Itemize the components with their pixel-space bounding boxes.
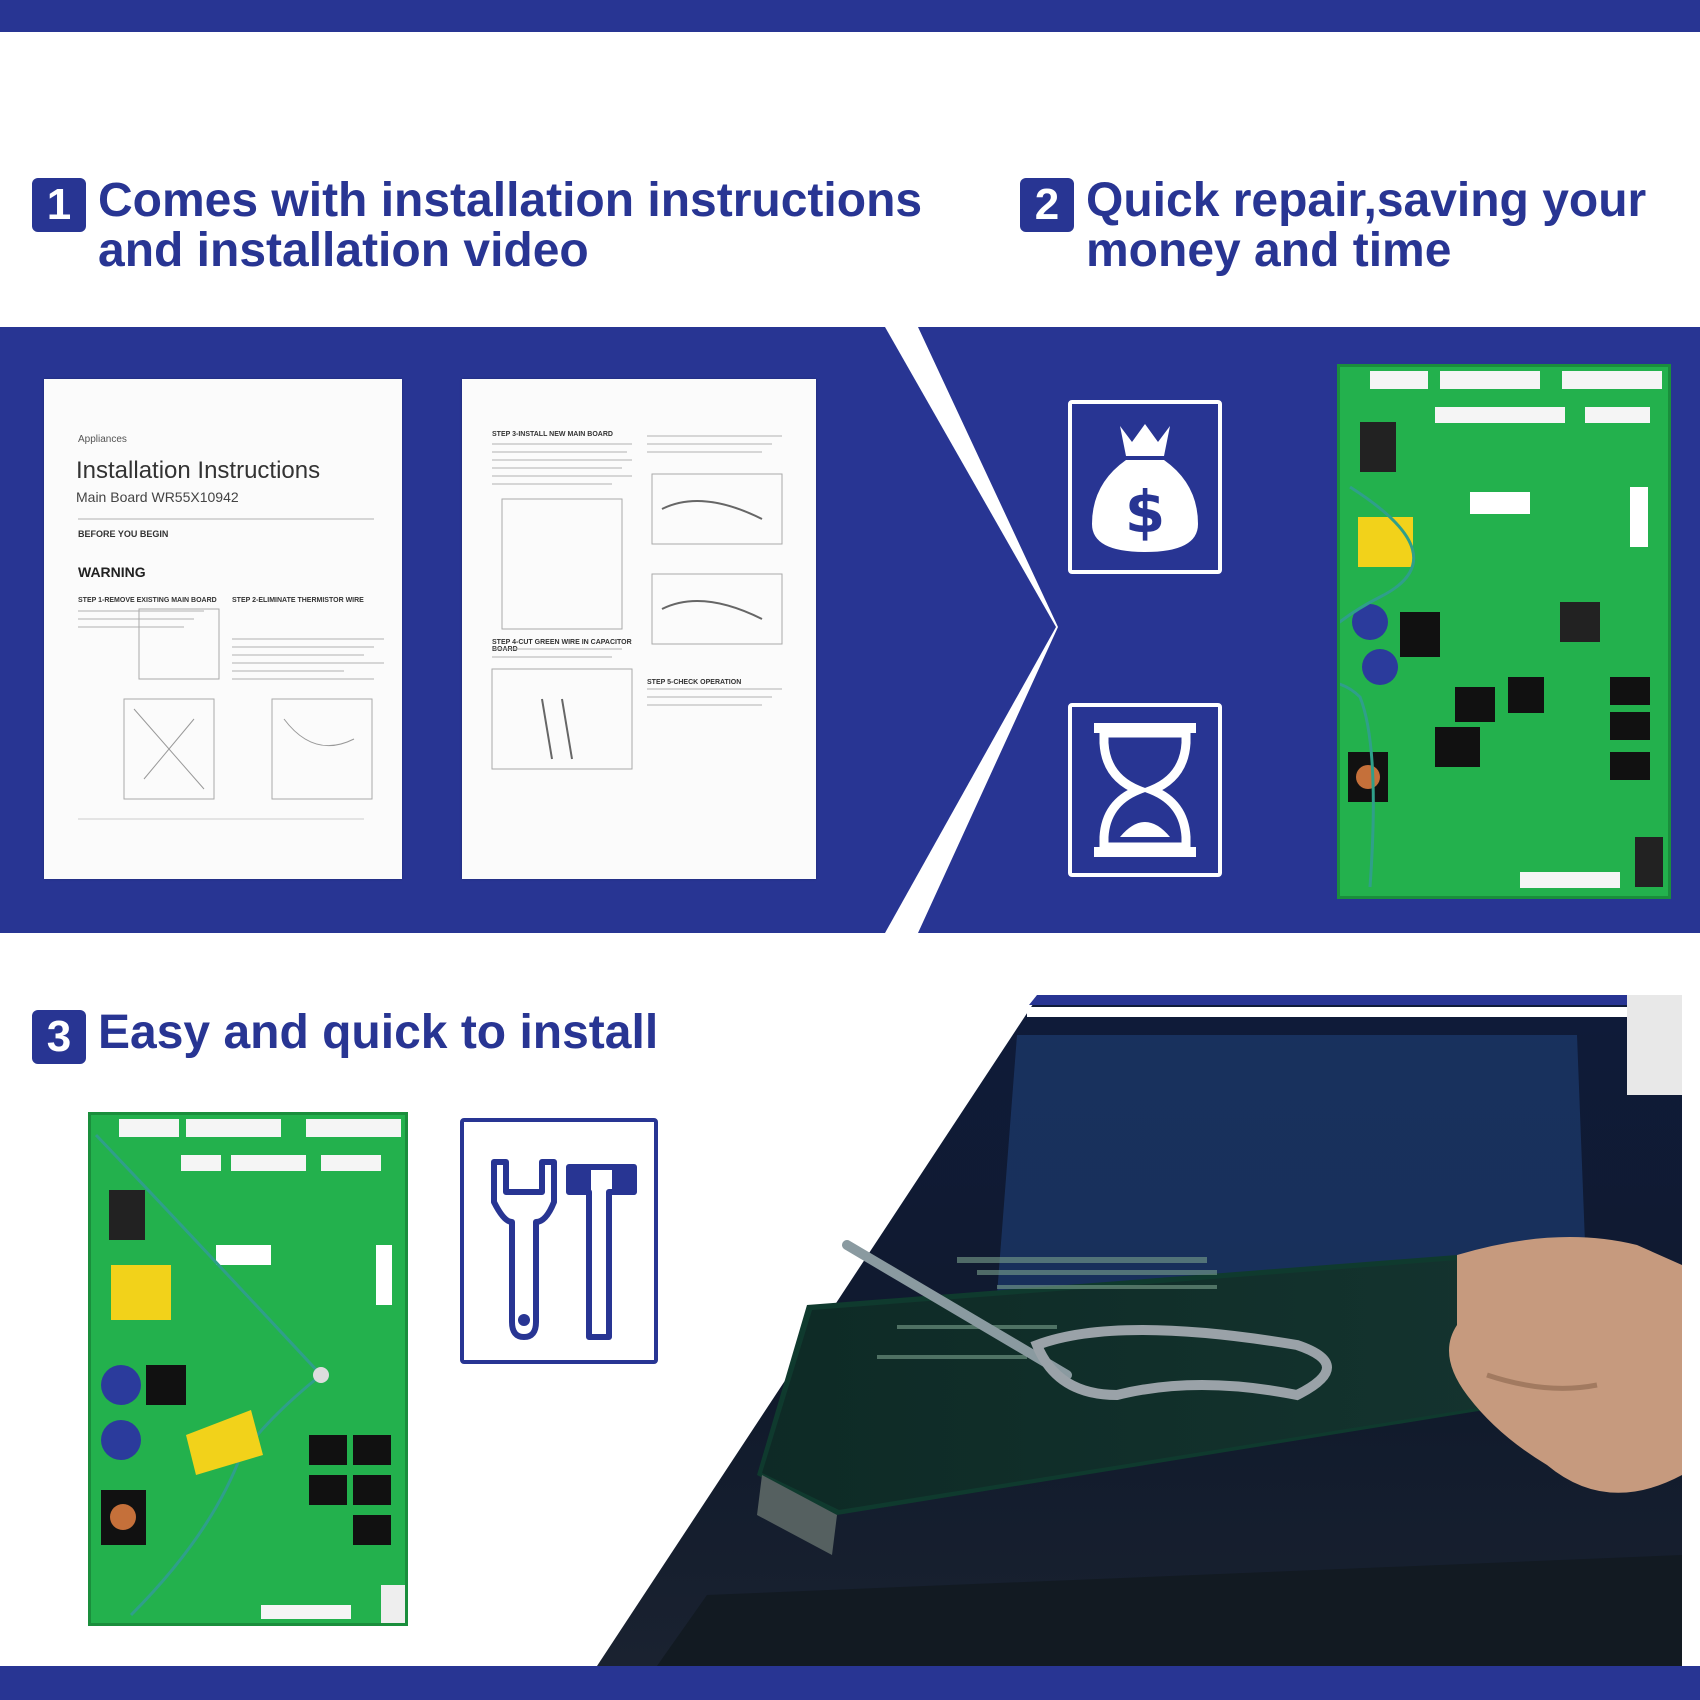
sheet-step5: STEP 5-CHECK OPERATION: [647, 679, 742, 686]
feature-3-line1: Easy and quick to install: [98, 1006, 659, 1059]
feature-3: 3 Easy and quick to install: [32, 1008, 658, 1064]
top-band: [0, 0, 1700, 32]
main-board-components: [1340, 371, 1663, 888]
sheet-warning: WARNING: [78, 564, 146, 580]
svg-text:$: $: [1125, 478, 1165, 546]
sheet-2-drawings: [491, 435, 783, 770]
sheet-title: Installation Instructions: [76, 457, 321, 484]
feature-3-text: Easy and quick to install: [98, 1008, 658, 1058]
main-board-small-components: [94, 1119, 405, 1623]
feature-1: 1 Comes with installation instructions a…: [32, 176, 922, 276]
feature-1-line1: Comes with installation instructions: [98, 174, 923, 227]
sheet-step1: STEP 1-REMOVE EXISTING MAIN BOARD: [78, 597, 217, 604]
feature-1-line2: and installation video: [98, 224, 589, 277]
bottom-band: [0, 1666, 1700, 1700]
money-bag-icon: $: [1068, 400, 1222, 574]
repair-photo: [597, 995, 1682, 1666]
repair-photo-graphic: [597, 995, 1682, 1666]
feature-2-number: 2: [1020, 178, 1074, 232]
main-board-photo-small: [88, 1112, 408, 1626]
instruction-sheet-1: Appliances Installation Instructions Mai…: [44, 379, 402, 879]
sheet-model: Main Board WR55X10942: [76, 489, 239, 505]
sheet-before-begin: BEFORE YOU BEGIN: [78, 529, 169, 539]
feature-1-number: 1: [32, 178, 86, 232]
sheet-appliances-label: Appliances: [78, 434, 127, 445]
wrench-hammer-icon: [460, 1118, 658, 1364]
feature-2-text: Quick repair,saving your money and time: [1086, 176, 1646, 276]
middle-banner: Appliances Installation Instructions Mai…: [0, 327, 1700, 933]
money-bag-icon-graphic: $: [1092, 424, 1198, 552]
wrench-hammer-icon-graphic: [491, 1159, 637, 1340]
feature-3-number: 3: [32, 1010, 86, 1064]
sheet-step2: STEP 2-ELIMINATE THERMISTOR WIRE: [232, 597, 364, 604]
sheet-1-drawings: [78, 518, 384, 820]
feature-2-line2: money and time: [1086, 224, 1452, 277]
feature-2: 2 Quick repair,saving your money and tim…: [1020, 176, 1646, 276]
main-board-photo: [1337, 364, 1671, 899]
feature-1-text: Comes with installation instructions and…: [98, 176, 922, 276]
feature-2-line1: Quick repair,saving your: [1086, 174, 1647, 227]
hourglass-icon-graphic: [1094, 723, 1196, 857]
hourglass-icon: [1068, 703, 1222, 877]
sheet-step3: STEP 3-INSTALL NEW MAIN BOARD: [492, 431, 613, 438]
instruction-sheet-2: STEP 3-INSTALL NEW MAIN BOARD STEP 4-CUT…: [462, 379, 816, 879]
